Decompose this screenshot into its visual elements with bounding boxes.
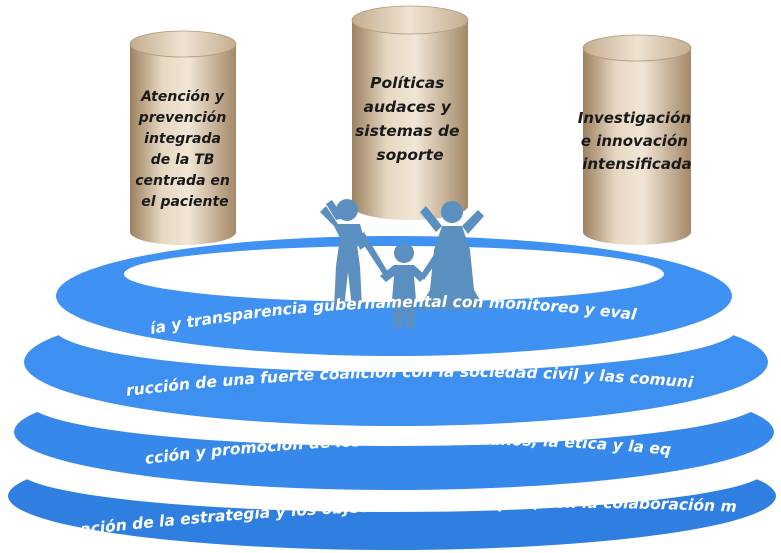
pillar-investigacion-label: Investigación e innovación intensificada (578, 109, 697, 173)
pillar-politicas: Políticas audaces y sistemas de soporte (351, 5, 469, 220)
pillar-atencion: Atención y prevención integrada de la TB… (129, 30, 237, 245)
family-holding-pillar-icon (320, 199, 486, 328)
pillar-politicas-label: Políticas audaces y sistemas de soporte (355, 74, 465, 164)
pillar-investigacion: Investigación e innovación intensificada (578, 34, 697, 245)
pillar-atencion-label: Atención y prevención integrada de la TB… (135, 89, 234, 210)
